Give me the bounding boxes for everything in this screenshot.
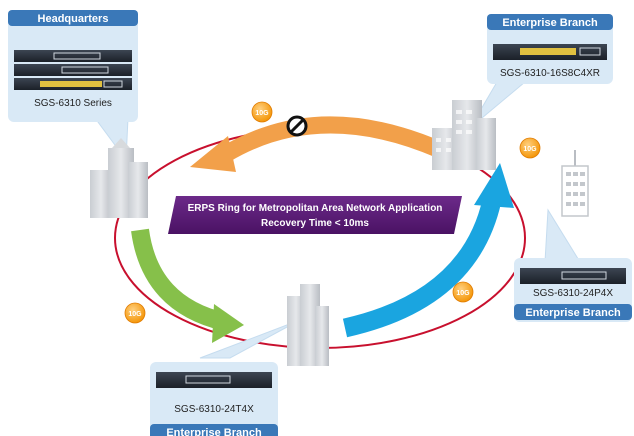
office-building-icon: [90, 100, 589, 366]
headquarters-model: SGS-6310 Series: [34, 98, 112, 109]
link-badge: 10G: [124, 302, 146, 324]
badge-label-3: 10G: [456, 290, 470, 297]
network-switch-icon: [493, 44, 607, 60]
badge-label-1: 10G: [255, 110, 269, 117]
link-badge: 10G: [452, 281, 474, 303]
green-arrow: [131, 228, 244, 343]
badge-label-2: 10G: [523, 146, 537, 153]
branch-top-right-model: SGS-6310-16S8C4XR: [500, 68, 600, 79]
branch-bottom-model: SGS-6310-24T4X: [174, 404, 254, 415]
network-switch-icon: [14, 50, 132, 90]
link-badge: 10G: [519, 137, 541, 159]
branch-bottom-title: Enterprise Branch: [166, 427, 262, 436]
orange-arrow: [190, 116, 444, 172]
badge-label-4: 10G: [128, 311, 142, 318]
branch-bottom-callout: SGS-6310-24T4X Enterprise Branch: [150, 362, 278, 436]
blue-arrow: [342, 163, 514, 338]
branch-top-right-title: Enterprise Branch: [502, 17, 598, 29]
headquarters-title: Headquarters: [38, 13, 109, 25]
link-badge: 10G: [251, 101, 273, 123]
headquarters-callout: Headquarters SGS-6310 Series: [8, 10, 138, 122]
branch-right-callout: SGS-6310-24P4X Enterprise Branch: [514, 258, 632, 322]
branch-right-title: Enterprise Branch: [525, 307, 621, 319]
network-switch-icon: [156, 372, 272, 388]
banner-line-2: Recovery Time < 10ms: [261, 218, 369, 229]
callout-pointers: [94, 81, 581, 359]
network-switch-icon: [520, 268, 626, 284]
no-entry-icon: [286, 115, 308, 137]
ring-banner: ERPS Ring for Metropolitan Area Network …: [168, 196, 462, 234]
banner-line-1: ERPS Ring for Metropolitan Area Network …: [188, 203, 443, 214]
branch-right-model: SGS-6310-24P4X: [533, 288, 613, 299]
branch-top-right-callout: Enterprise Branch SGS-6310-16S8C4XR: [487, 14, 613, 84]
